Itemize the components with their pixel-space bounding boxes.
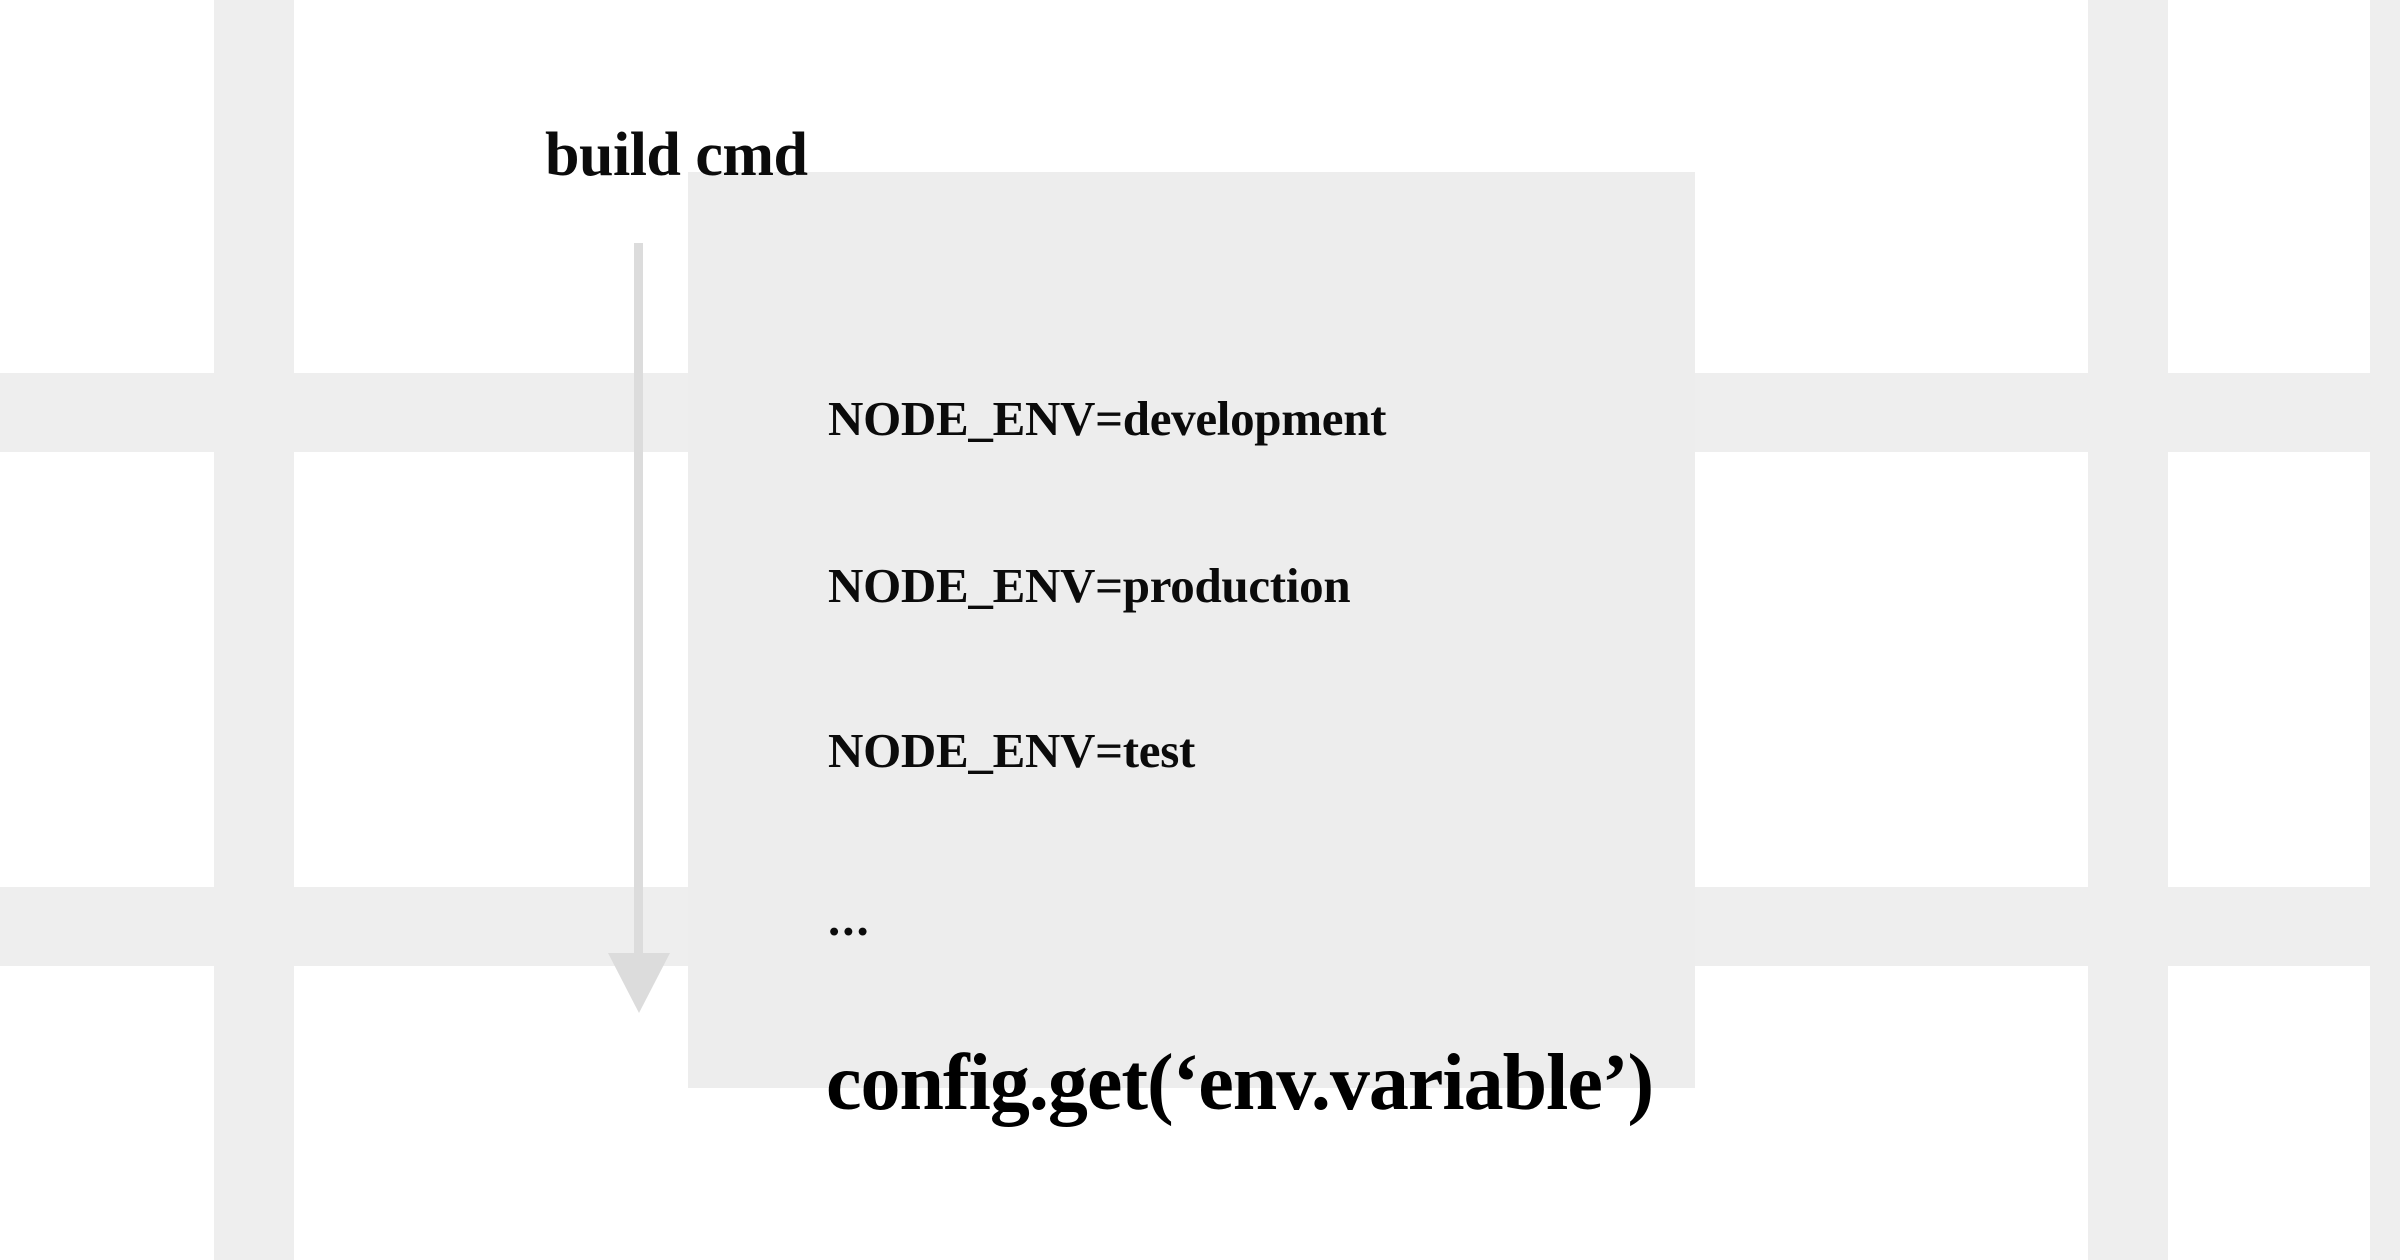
downward-arrow-icon: [608, 243, 670, 1015]
env-line-test: NODE_ENV=test: [828, 723, 1195, 778]
grid-band-vertical-left: [214, 0, 294, 1260]
page-title: build cmd: [545, 121, 808, 189]
arrow-shaft: [634, 243, 643, 955]
grid-band-vertical-right: [2088, 0, 2168, 1260]
grid-band-horizontal-lower-right: [1695, 887, 2400, 966]
env-values-panel: [688, 172, 1695, 1088]
arrow-head: [608, 953, 670, 1013]
grid-band-vertical-far-right: [2370, 0, 2400, 1260]
env-line-production: NODE_ENV=production: [828, 558, 1351, 613]
env-line-development: NODE_ENV=development: [828, 391, 1387, 446]
result-expression: config.get(‘env.variable’): [826, 1039, 1654, 1127]
ellipsis-more-values: ...: [828, 891, 871, 946]
